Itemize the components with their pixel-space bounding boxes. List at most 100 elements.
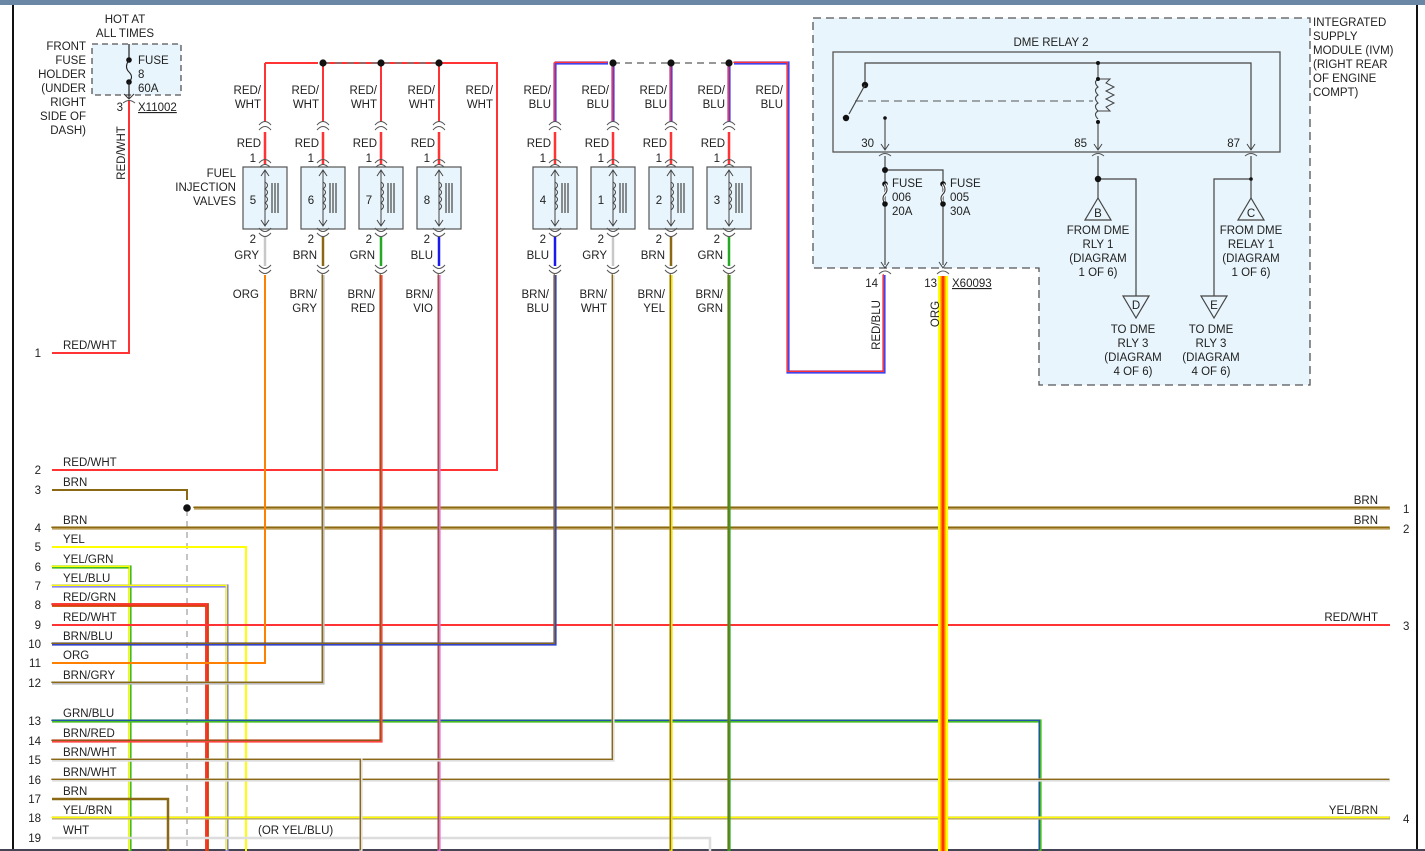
relay-coil-icon xyxy=(1094,78,1099,120)
relay-switch-arm-icon xyxy=(848,84,866,115)
injector-4-pin1-number: 1 xyxy=(540,153,546,165)
injector-4-out-wire-stripe xyxy=(52,275,557,646)
injector-6-pin1-number: 1 xyxy=(308,153,314,165)
injector-4-cylinder-number: 4 xyxy=(540,195,547,207)
ref-d-text-line-1: RLY 3 xyxy=(1118,338,1149,350)
injector-3-coil-icon xyxy=(728,181,732,211)
fuse-output-arrow-icon xyxy=(880,261,890,269)
injector-2-out-label-2: YEL xyxy=(643,303,665,315)
injector-7-out-label-2: RED xyxy=(351,303,375,315)
ref-d-letter: D xyxy=(1132,300,1140,312)
injector-5-feed-label: RED/ xyxy=(234,85,262,97)
ref-c-text-line-1: RELAY 1 xyxy=(1228,239,1274,251)
left-connector-wire-label: RED/WHT xyxy=(63,340,117,352)
fuse-8-label-line-1: 8 xyxy=(138,69,144,81)
fuse-8-icon xyxy=(125,59,133,83)
right-connector-pin-number: 4 xyxy=(1403,814,1410,826)
injector-7-out-wire xyxy=(51,274,382,742)
fuel-injection-valves-label-line-2: VALVES xyxy=(193,196,236,208)
ref-c-text-line-2: (DIAGRAM xyxy=(1222,253,1280,265)
injector-5-pin1-number: 1 xyxy=(250,153,256,165)
left-connector-wire-label: RED/WHT xyxy=(63,457,117,469)
dme-relay-pin-87: 87 xyxy=(1227,138,1240,150)
components-layer xyxy=(122,44,1281,512)
injector-3-feed-label-2: BLU xyxy=(703,99,725,111)
ref-b-triangle-icon xyxy=(1083,196,1113,221)
injector-4-pin1-connector xyxy=(548,159,562,164)
injector-3-pin2-wire-label: GRN xyxy=(697,250,723,262)
injector-7-feed-connector xyxy=(374,121,388,126)
injector-2-out-connector-b xyxy=(664,264,678,269)
injector-5-pin1-wire-label: RED xyxy=(237,138,261,150)
injector-6-arrow-up-icon xyxy=(318,169,328,177)
relay-pin-connector-icon xyxy=(878,153,892,157)
right-connector-wire-label: BRN xyxy=(1354,495,1378,507)
injector-6-cylinder-number: 6 xyxy=(308,195,314,207)
relay-pin-connector-icon xyxy=(1244,153,1258,157)
labels-layer: 1RED/WHT2RED/WHT3BRN4BRN5YEL6YEL/GRN7YEL… xyxy=(28,14,1410,845)
injector-6-feed-label-2: WHT xyxy=(293,99,319,111)
wire-red-blu-to-ivm-pin14 xyxy=(733,61,885,373)
injector-3-pin2-connector-b xyxy=(722,227,736,232)
hot-at-all-times-label-line-0: HOT AT xyxy=(105,14,145,26)
left-connector-wire-label: BRN xyxy=(63,515,87,527)
injector-5-feed-label-2: WHT xyxy=(235,99,261,111)
left-connector-pin-number: 19 xyxy=(28,833,41,845)
relay-pin-arrow-icon xyxy=(1093,143,1103,151)
ref-b-letter: B xyxy=(1094,208,1102,220)
left-connector-wire-label: BRN xyxy=(63,786,87,798)
ref-c-letter: C xyxy=(1247,208,1255,220)
relay-switch-contact xyxy=(842,114,850,122)
injector-3-feed-label: RED/ xyxy=(698,85,726,97)
ivm-fuse-005-label-line-2: 30A xyxy=(950,206,971,218)
ref-d-text-line-2: (DIAGRAM xyxy=(1104,352,1162,364)
right-connector-wire-label: RED/WHT xyxy=(1324,612,1378,624)
x60093-connector-label: X60093 xyxy=(952,278,992,290)
wire-row3-brn xyxy=(52,489,188,500)
injector-6-pin2-connector-b xyxy=(316,227,330,232)
injector-1-out-label-2: WHT xyxy=(581,303,607,315)
injector-8-feed-label: RED/ xyxy=(408,85,436,97)
injector-3-arrow-down-icon xyxy=(724,219,734,227)
bank-b-splice-dot xyxy=(609,59,617,67)
injector-8-out-connector xyxy=(432,269,446,274)
left-connector-pin-number: 3 xyxy=(35,485,41,497)
bank-a-extra-feed-label-line-1: WHT xyxy=(467,99,493,111)
fuse-8-label-line-2: 60A xyxy=(138,83,159,95)
injector-7-pin2-number: 2 xyxy=(366,234,372,246)
left-connector-wire-label: GRN/BLU xyxy=(63,708,114,720)
ivm-module-label-line-3: (RIGHT REAR xyxy=(1313,59,1388,71)
front-fuse-holder-location-label-line-4: RIGHT xyxy=(50,97,86,109)
left-connector-pin-number: 10 xyxy=(28,639,41,651)
injector-1-out-connector xyxy=(606,269,620,274)
injector-1-pin1-wire-label: RED xyxy=(585,138,609,150)
injector-6-out-label-2: GRY xyxy=(292,303,317,315)
injector-7-arrow-up-icon xyxy=(376,169,386,177)
injector-4-feed-connector xyxy=(548,121,562,126)
injector-7-pin2-connector xyxy=(374,232,388,237)
ivm-fuse-006-label-line-1: 006 xyxy=(892,192,911,204)
injector-2-arrow-down-icon xyxy=(666,219,676,227)
injector-4-pin2-wire-label: BLU xyxy=(527,250,549,262)
x11002-pin-number: 3 xyxy=(117,102,123,114)
wire-row7-yel-blu xyxy=(51,584,228,851)
pin85-splice-dot xyxy=(1094,175,1102,183)
left-connector-pin-number: 7 xyxy=(35,581,41,593)
ivm-module-label-line-0: INTEGRATED xyxy=(1313,17,1386,29)
injector-4-out-label-2: BLU xyxy=(527,303,549,315)
injector-1-out-label: BRN/ xyxy=(580,289,608,301)
left-connector-pin-number: 13 xyxy=(28,716,41,728)
injector-1-arrow-down-icon xyxy=(608,219,618,227)
injector-3-feed-connector xyxy=(722,121,736,126)
injector-2-pin2-connector xyxy=(664,232,678,237)
fuse-terminal xyxy=(882,201,888,207)
left-connector-wire-label: YEL/BRN xyxy=(63,805,112,817)
injector-4-feed-connector-b xyxy=(548,126,562,131)
injector-5-pin1-connector xyxy=(258,159,272,164)
wire-row19-wht xyxy=(52,836,712,851)
ref-e-triangle-icon xyxy=(1199,295,1229,320)
injector-4-feed-label-2: BLU xyxy=(529,99,551,111)
injector-4-arrow-up-icon xyxy=(550,169,560,177)
dme-relay-2-box xyxy=(832,51,1281,153)
right-connector-wire-label: BRN xyxy=(1354,515,1378,527)
